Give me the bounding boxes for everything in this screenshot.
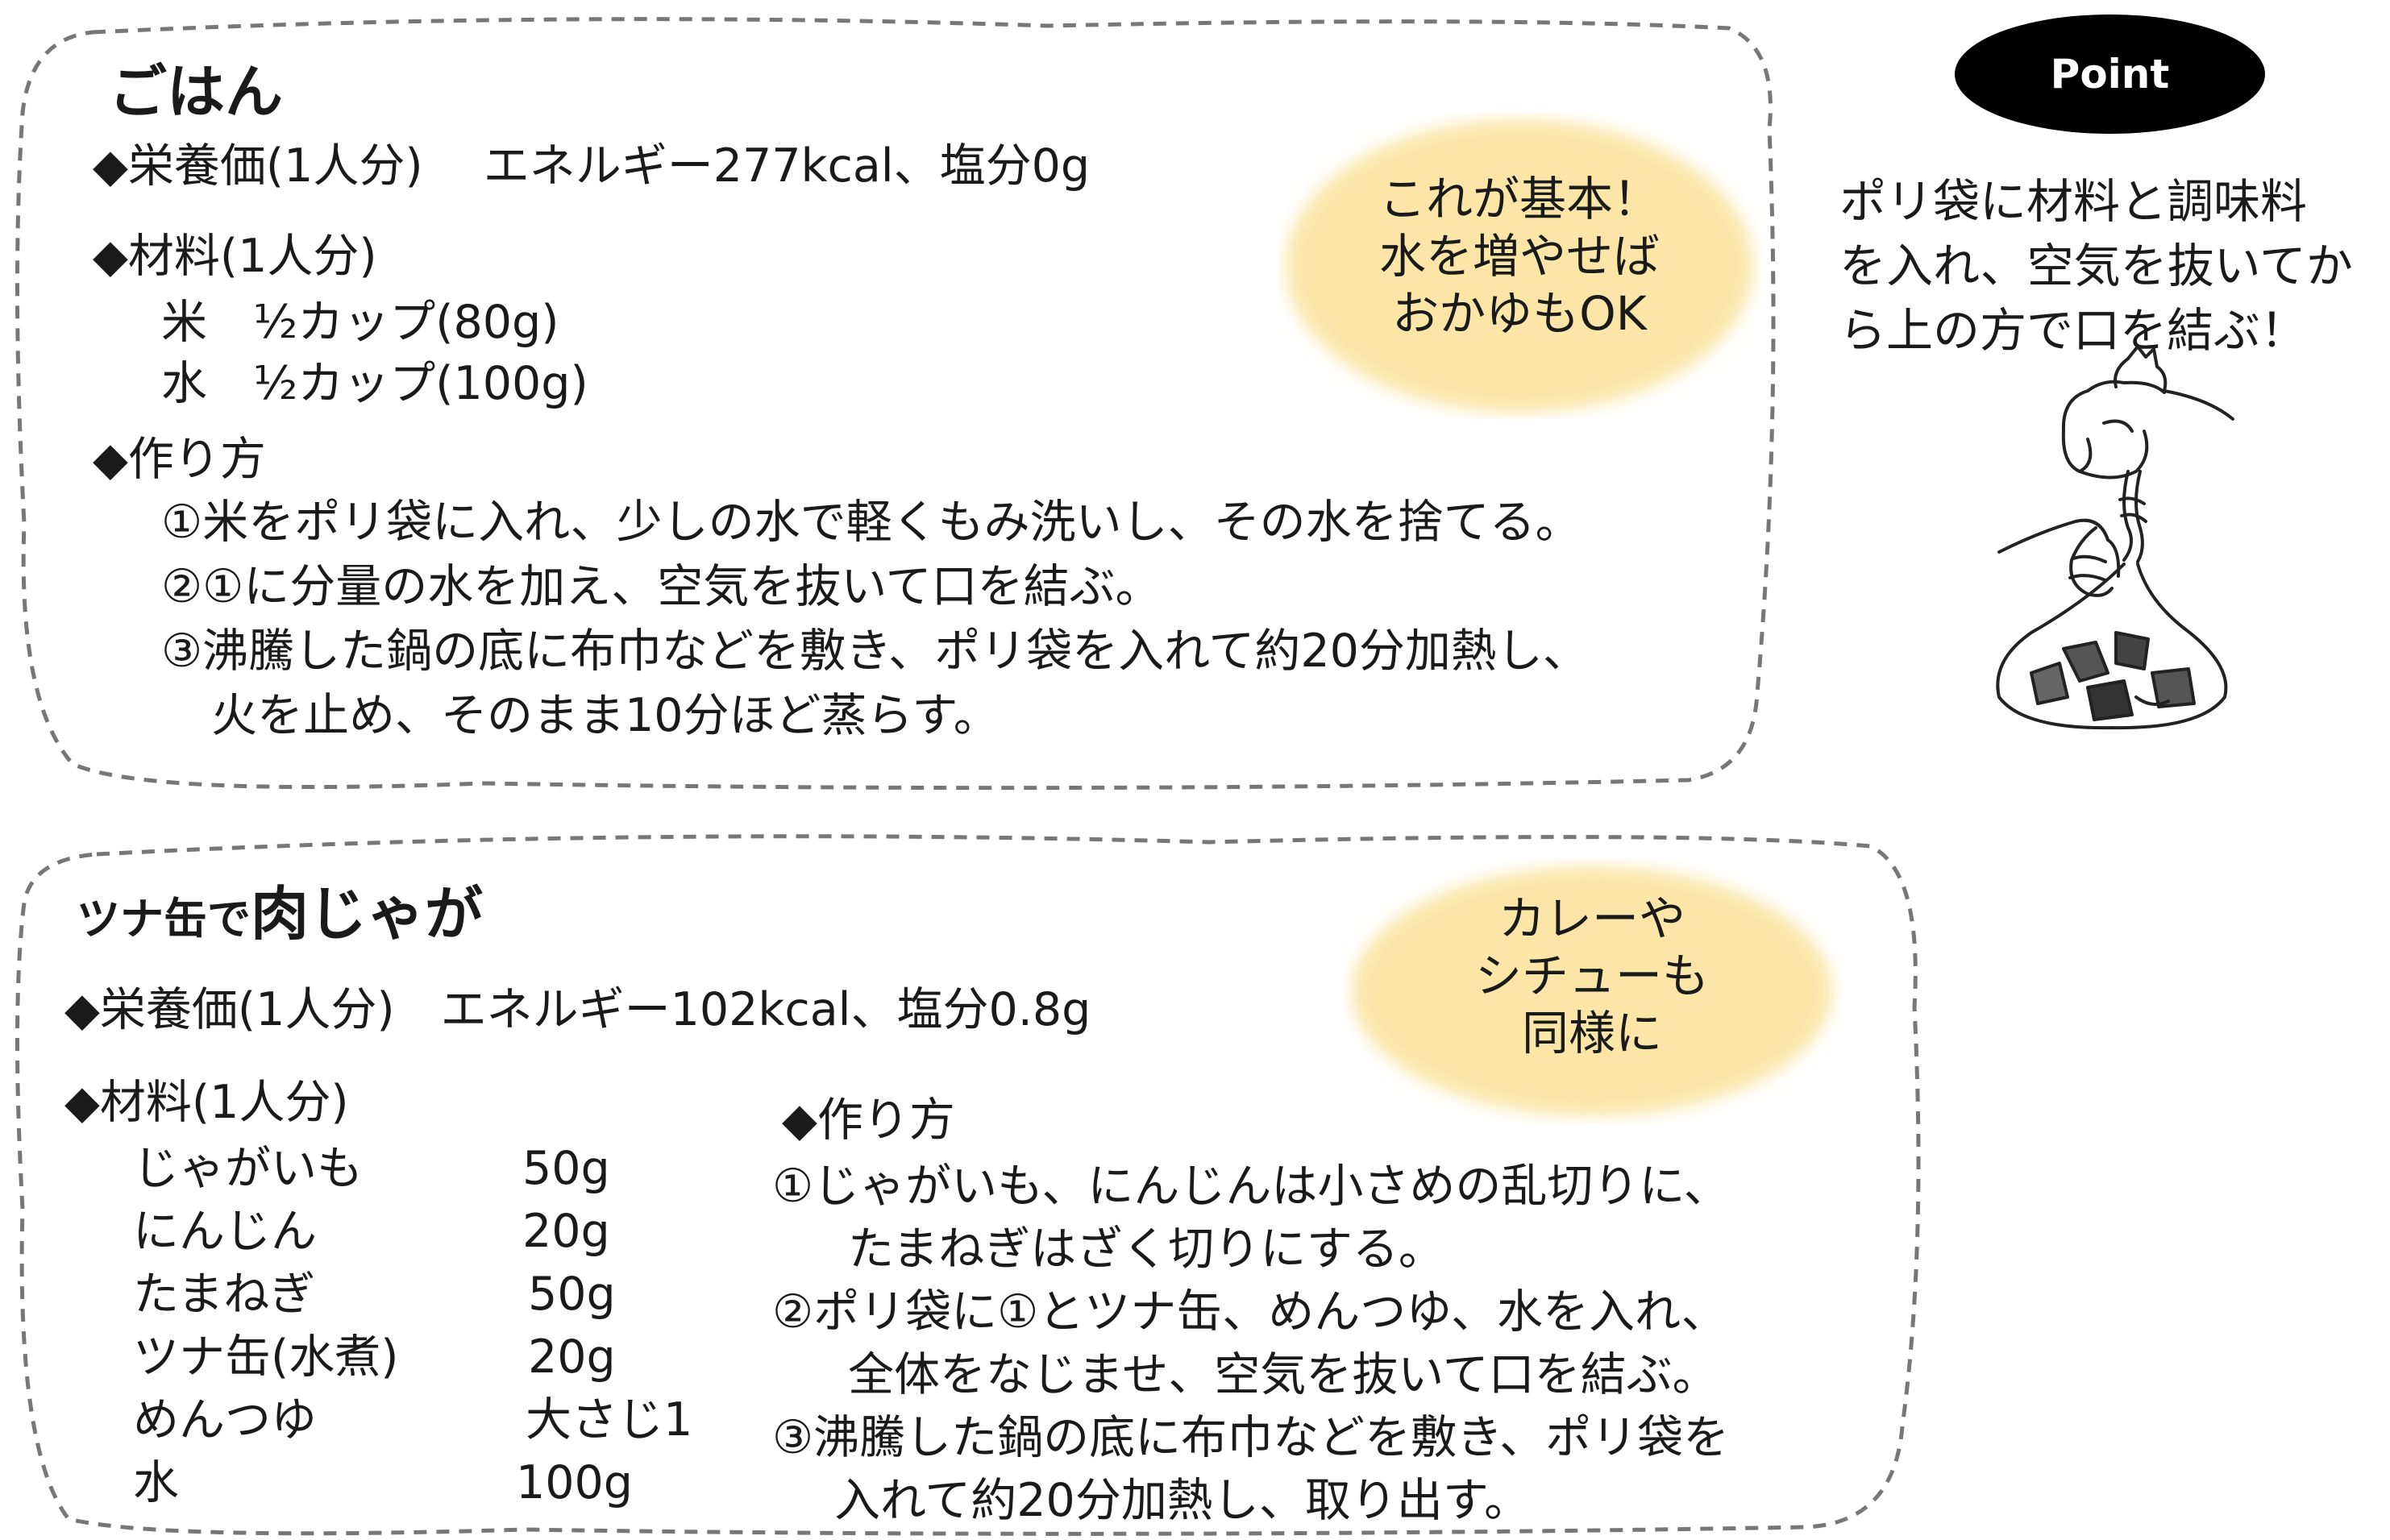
point-line: を入れ、空気を抜いてか: [1839, 239, 2353, 294]
gohan-method-heading: ◆作り方: [93, 433, 266, 486]
nikujaga-ingredients-heading: ◆材料(1人分): [64, 1076, 349, 1129]
ingredient-amount: 100g: [516, 1456, 633, 1509]
gohan-step: ①米をポリ袋に入れ、少しの水で軽くもみ洗いし、その水を捨てる。: [161, 496, 1582, 549]
gohan-ingredient: 米 ½カップ(80g): [161, 296, 559, 349]
gohan-tip-line: おかゆもOK: [1392, 285, 1647, 341]
ingredient-name: ツナ缶(水煮): [133, 1330, 399, 1384]
nikujaga-title: ツナ缶で肉じゃが: [77, 885, 483, 943]
ingredient-name: めんつゆ: [133, 1393, 317, 1447]
gohan-step-continuation: 火を止め、そのまま10分ほど蒸らす。: [211, 689, 1000, 742]
nikujaga-tip-bubble: [1352, 866, 1832, 1116]
point-line: ら上の方で口を結ぶ！: [1839, 303, 2308, 359]
nikujaga-card-border: [15, 834, 1921, 1536]
ingredient-amount: 50g: [528, 1268, 616, 1321]
ingredient-amount: 大さじ1: [526, 1393, 693, 1447]
ingredient-name: にんじん: [133, 1205, 317, 1258]
nikujaga-step-continuation: 全体をなじませ、空気を抜いて口を結ぶ。: [848, 1348, 1719, 1401]
nikujaga-tip-line: カレーや: [1498, 891, 1685, 946]
point-text: ポリ袋に材料と調味料 を入れ、空気を抜いてか ら上の方で口を結ぶ！: [1839, 169, 2353, 363]
ingredient-amount: 20g: [522, 1205, 610, 1258]
nikujaga-step-continuation: 入れて約20分加熱し、取り出す。: [834, 1474, 1531, 1527]
gohan-step: ②①に分量の水を加え、空気を抜いて口を結ぶ。: [161, 560, 1162, 613]
ingredient-name: 水: [133, 1456, 179, 1509]
gohan-tip-bubble: [1286, 119, 1753, 413]
gohan-tip-line: これが基本！: [1378, 172, 1660, 226]
gohan-card-border: [15, 17, 1776, 791]
nikujaga-title-prefix: ツナ缶で: [77, 894, 251, 944]
nikujaga-title-main: 肉じゃが: [251, 880, 484, 948]
nikujaga-tip-line: 同様に: [1521, 1005, 1662, 1061]
ingredient-amount: 20g: [528, 1330, 616, 1384]
gohan-step: ③沸騰した鍋の底に布巾などを敷き、ポリ袋を入れて約20分加熱し、: [161, 625, 1589, 678]
hand-tying-plastic-bag-illustration: [1996, 345, 2234, 730]
ingredient-name: たまねぎ: [133, 1268, 316, 1321]
nikujaga-tip-line: シチューも: [1474, 948, 1709, 1003]
ingredient-name: じゃがいも: [133, 1142, 363, 1195]
nikujaga-step: ③沸騰した鍋の底に布巾などを敷き、ポリ袋を: [772, 1411, 1730, 1464]
nikujaga-step: ①じゃがいも、にんじんは小さめの乱切りに、: [772, 1160, 1730, 1213]
point-line: ポリ袋に材料と調味料: [1839, 174, 2308, 229]
gohan-tip-line: 水を増やせば: [1378, 228, 1660, 284]
gohan-nutrition: ◆栄養価(1人分) エネルギー277kcal、塩分0g: [93, 139, 1091, 193]
point-badge: Point: [1955, 15, 2265, 134]
nikujaga-method-heading: ◆作り方: [782, 1094, 955, 1147]
nikujaga-tip-text: カレーや シチューも 同様に: [1390, 890, 1794, 1061]
nikujaga-step: ②ポリ袋に①とツナ缶、めんつゆ、水を入れ、: [772, 1285, 1727, 1339]
gohan-ingredients-heading: ◆材料(1人分): [93, 230, 377, 283]
nikujaga-step-continuation: たまねぎはざく切りにする。: [848, 1222, 1444, 1276]
gohan-ingredient: 水 ½カップ(100g): [161, 357, 588, 410]
gohan-tip-text: これが基本！ 水を増やせば おかゆもOK: [1310, 171, 1729, 342]
gohan-title: ごはん: [109, 58, 284, 126]
nikujaga-nutrition: ◆栄養価(1人分) エネルギー102kcal、塩分0.8g: [64, 983, 1091, 1036]
ingredient-amount: 50g: [522, 1142, 610, 1195]
